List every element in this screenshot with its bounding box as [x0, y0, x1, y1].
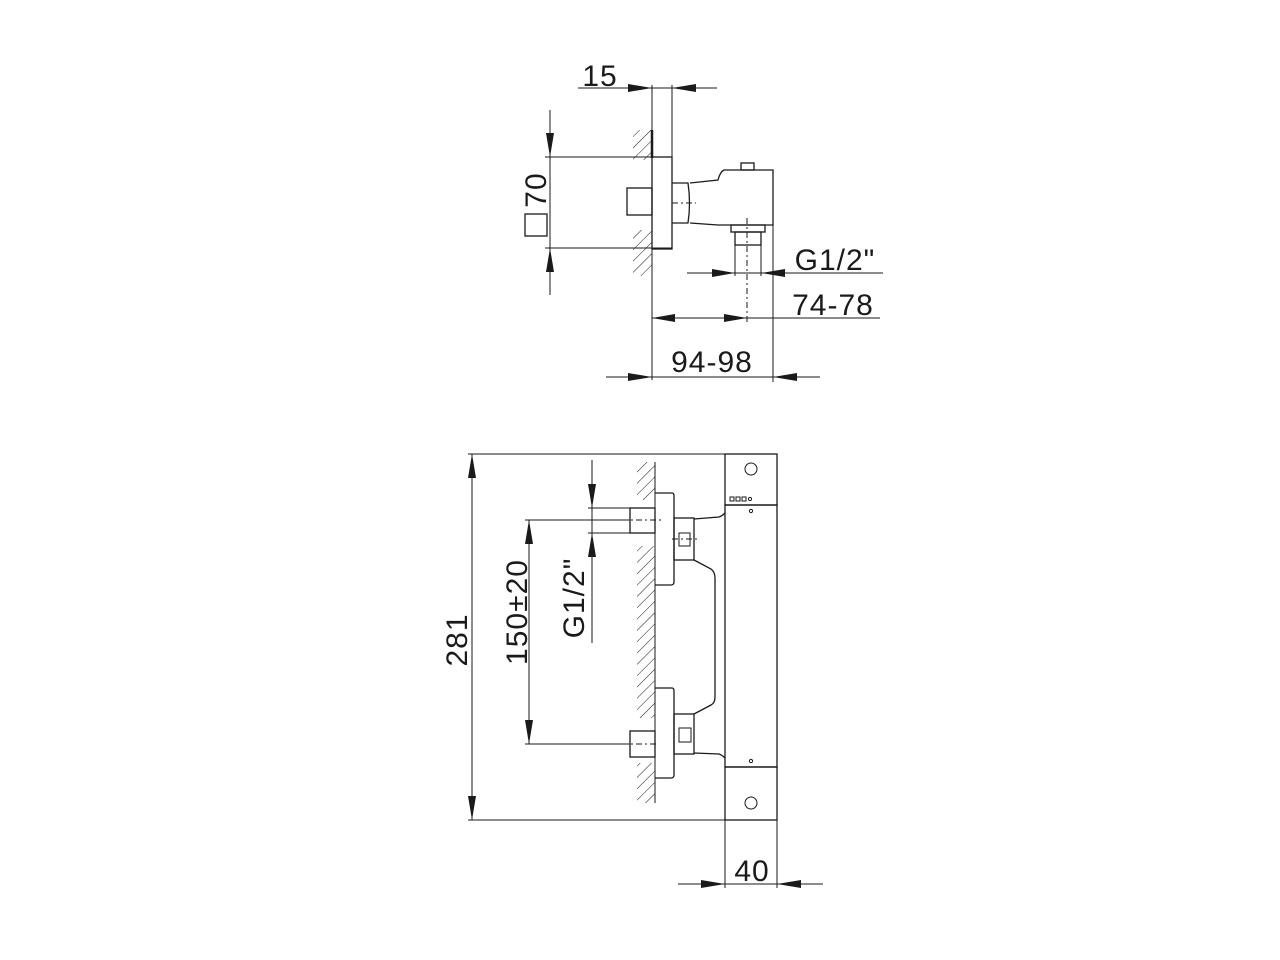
dimension-94-98: 94-98: [606, 346, 820, 381]
dimension-label: G1/2": [795, 244, 876, 277]
dimension-15: 15: [578, 60, 717, 93]
dimension-label: 74-78: [792, 289, 874, 322]
valve-body: [689, 169, 774, 226]
dimension-label: 150±20: [501, 559, 534, 665]
inlet-stub: [626, 187, 653, 216]
dimension-label: 70: [520, 172, 553, 207]
temperature-scale-marks: [729, 496, 753, 502]
dimension-74-78: 74-78: [652, 289, 880, 322]
connector-lower: [673, 713, 695, 755]
wall-hatch: [633, 130, 654, 276]
arm: [693, 559, 716, 715]
front-view: 281 150±20 G1/2" 40: [441, 453, 823, 888]
dimension-40: 40: [678, 820, 823, 888]
dimension-inlet-thread: G1/2": [558, 460, 630, 643]
outlet-fitting: [734, 231, 762, 246]
thermostat-body: [724, 453, 778, 821]
side-view: 15 70 G1/2" 74-78: [520, 60, 883, 382]
dimension-label: 40: [734, 855, 769, 888]
outlet-nut: [730, 224, 766, 233]
dimension-label: G1/2": [558, 558, 591, 639]
dimension-70: 70: [520, 110, 672, 295]
knob-icon: [744, 796, 758, 810]
dimension-label: 281: [441, 613, 474, 666]
wall-plate-lower: [655, 687, 675, 779]
knob-icon: [744, 462, 758, 476]
dimension-outlet-thread: G1/2": [687, 244, 883, 277]
arm: [693, 512, 726, 520]
dimension-281: 281: [441, 454, 476, 820]
square-symbol: [524, 213, 548, 237]
wall-plate-upper: [655, 492, 675, 586]
dimension-150: 150±20: [501, 519, 630, 745]
top-nut: [740, 162, 755, 171]
wall-hatch: [637, 462, 656, 803]
dimension-label: 94-98: [671, 346, 753, 379]
arm: [693, 752, 726, 759]
dimension-label: 15: [582, 60, 617, 93]
wall-plate: [651, 156, 673, 250]
